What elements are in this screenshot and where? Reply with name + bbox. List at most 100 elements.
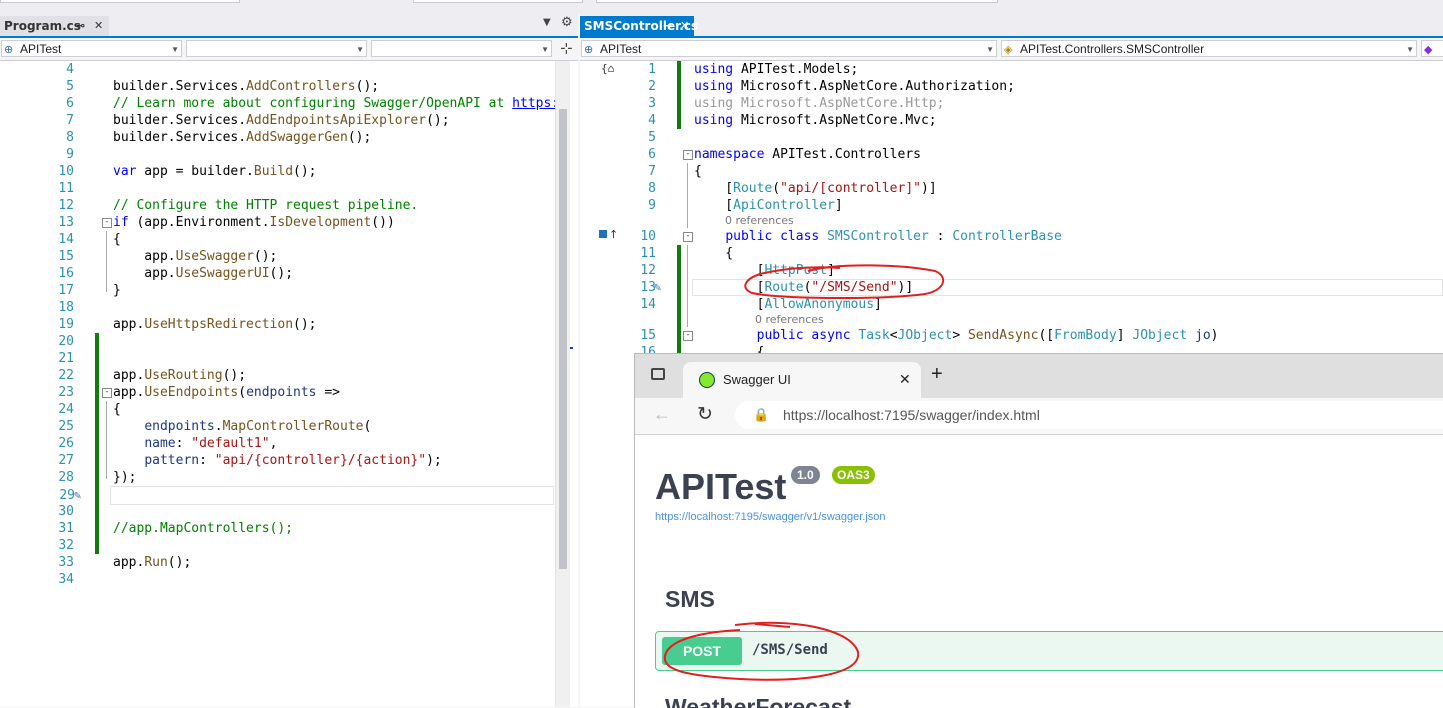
line-number: 31 (58, 521, 74, 536)
line-number: 20 (58, 334, 74, 349)
code-line: 20 (0, 333, 578, 350)
class-icon: ◈ (1004, 44, 1013, 56)
type-combo[interactable]: ▼ (186, 40, 367, 57)
split-icon[interactable]: ⊹ (560, 39, 573, 57)
code-text: name: "default1", (144, 436, 278, 451)
chevron-down-icon: ▼ (171, 45, 179, 54)
implementation-glyph-icon (599, 230, 607, 238)
line-number: 18 (58, 300, 74, 315)
code-lens-references: 0 references (725, 214, 794, 227)
code-line: 21 (0, 350, 578, 367)
browser-tab-swagger[interactable]: Swagger UI ✕ (683, 362, 921, 398)
line-number: 32 (58, 538, 74, 553)
section-weatherforecast-heading[interactable]: WeatherForecast (665, 694, 852, 708)
code-text: [ApiController] (694, 198, 843, 213)
code-text: public async Task<JObject> SendAsync([Fr… (756, 328, 1219, 343)
project-combo[interactable]: ⊕ APITest ▼ (581, 40, 997, 57)
spec-link[interactable]: https://localhost:7195/swagger/v1/swagge… (655, 511, 886, 523)
line-number: 16 (58, 266, 74, 281)
code-text: builder.Services.AddEndpointsApiExplorer… (113, 113, 450, 128)
url-text: https://localhost:7195/swagger/index.htm… (783, 407, 1040, 423)
tab-dropdown-icon[interactable]: ▼ (543, 17, 551, 28)
toolbar-box (413, 0, 583, 3)
pin-icon[interactable]: ⊸ (663, 19, 673, 32)
gear-icon[interactable]: ⚙ (561, 15, 573, 30)
code-text: app.UseEndpoints(endpoints => (113, 385, 340, 400)
post-operation-block[interactable]: POST /SMS/Send (655, 631, 1443, 671)
code-text: { (694, 164, 702, 179)
line-number: 4 (648, 113, 656, 128)
line-number: 6 (66, 96, 74, 111)
code-text: { (113, 232, 121, 247)
code-line: 31//app.MapControllers(); (0, 520, 578, 537)
code-text: app.UseHttpsRedirection(); (113, 317, 317, 332)
back-arrow-icon[interactable]: ← (653, 404, 671, 424)
code-text: using APITest.Models; (694, 62, 859, 77)
line-number: 34 (58, 572, 74, 587)
code-text: using Microsoft.AspNetCore.Mvc; (694, 113, 937, 128)
member-combo[interactable]: ◆ (1421, 40, 1443, 57)
pin-icon[interactable]: ⊸ (76, 19, 86, 32)
line-number: 3 (648, 96, 656, 111)
code-text: [Route("api/[controller]")] (694, 181, 937, 196)
line-number: 27 (58, 453, 74, 468)
refresh-icon[interactable]: ↻ (697, 404, 713, 425)
top-toolbar-strip (0, 0, 1443, 14)
tab-smscontroller-cs[interactable]: SMSController.cs ⊸ ✕ (580, 16, 698, 36)
code-line: 11 { (580, 245, 1443, 262)
scroll-thumb[interactable] (559, 109, 567, 569)
fold-toggle-icon: - (683, 331, 693, 341)
change-bar (677, 245, 681, 361)
browser-window: Swagger UI ✕ + ← ↻ 🔒 https://localhost:7… (634, 353, 1443, 708)
method-icon: ◆ (1424, 44, 1433, 56)
annotation-stroke-post (754, 623, 791, 628)
line-number: 1 (648, 62, 656, 77)
line-number: 30 (58, 504, 74, 519)
project-combo[interactable]: ⊕ APITest ▼ (1, 40, 182, 57)
code-text: [AllowAnonymous] (694, 297, 882, 312)
class-combo[interactable]: ◈ APITest.Controllers.SMSController ▼ (1001, 40, 1417, 57)
code-line: 3 using Microsoft.AspNetCore.Http; (580, 95, 1443, 112)
tab-label: Program.cs (4, 19, 81, 33)
code-text: { (694, 246, 734, 261)
code-line: 30 (0, 503, 578, 520)
line-number: 25 (58, 419, 74, 434)
line-number: 5 (66, 79, 74, 94)
code-line: 11 (0, 180, 578, 197)
section-sms-heading[interactable]: SMS (665, 586, 715, 612)
quick-action-icon: ✎ (654, 280, 662, 294)
code-text: using Microsoft.AspNetCore.Http; (694, 96, 945, 111)
code-text: app.Run(); (113, 555, 192, 570)
tab-program-cs[interactable]: Program.cs ⊸ ✕ (0, 16, 109, 36)
line-number: 8 (648, 181, 656, 196)
line-number: 10 (58, 164, 74, 179)
code-line: 29✎ (59, 486, 554, 505)
post-method-badge: POST (662, 637, 742, 665)
close-icon[interactable]: ✕ (94, 19, 104, 32)
line-number: 28 (58, 470, 74, 485)
change-bar (677, 61, 681, 129)
code-text: // Learn more about configuring Swagger/… (113, 96, 567, 111)
vertical-scrollbar[interactable] (555, 61, 570, 707)
new-tab-icon[interactable]: + (931, 363, 943, 385)
editor-tab-bar: Program.cs ⊸ ✕ ▼ ⚙ (0, 14, 578, 38)
line-number: 22 (58, 368, 74, 383)
api-title: APITest (655, 466, 787, 507)
annotation-circle-route (744, 264, 945, 300)
url-field[interactable]: 🔒 https://localhost:7195/swagger/index.h… (735, 401, 1443, 429)
fold-guide (106, 401, 107, 479)
code-text: } (113, 283, 121, 298)
post-path: /SMS/Send (752, 642, 828, 658)
tab-actions-icon[interactable] (651, 368, 665, 380)
close-icon[interactable]: ✕ (680, 19, 690, 32)
member-combo[interactable]: ▼ (371, 40, 552, 57)
close-icon[interactable]: ✕ (899, 371, 911, 387)
project-combo-value: APITest (600, 42, 642, 56)
code-line: 10 public class SMSController : Controll… (580, 228, 1443, 245)
